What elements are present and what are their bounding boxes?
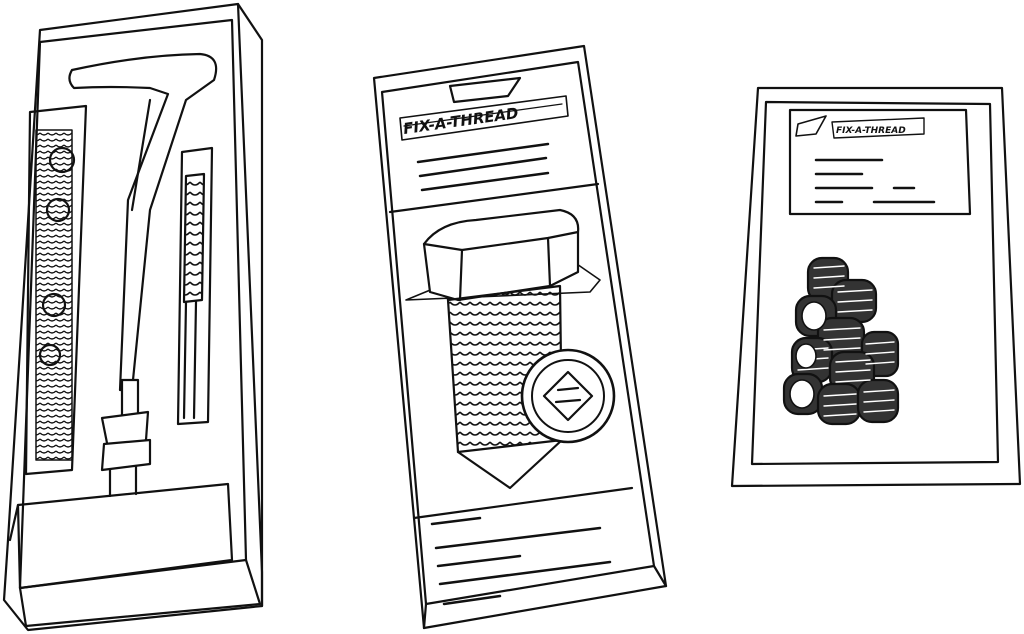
brand-logo-text: FIX-A-THREAD (402, 104, 520, 138)
label-text-lines-bottom (430, 516, 612, 606)
tap-tool (176, 146, 214, 426)
insert-pack: FIX-A-THREAD (730, 86, 1022, 488)
installation-tool (68, 52, 218, 498)
thread-inserts (782, 256, 900, 426)
bolt-illustration (405, 208, 616, 490)
label-text-lines (416, 142, 550, 192)
brand-logo-text-small: FIX-A-THREAD (836, 126, 906, 136)
brand-logo (399, 76, 569, 141)
boxed-kit: FIX-A-THREAD (372, 44, 668, 630)
label-text-lines (814, 158, 936, 204)
brand-logo (795, 115, 925, 139)
repair-kit-tray (2, 2, 264, 632)
thread-inserts-column (24, 104, 88, 476)
